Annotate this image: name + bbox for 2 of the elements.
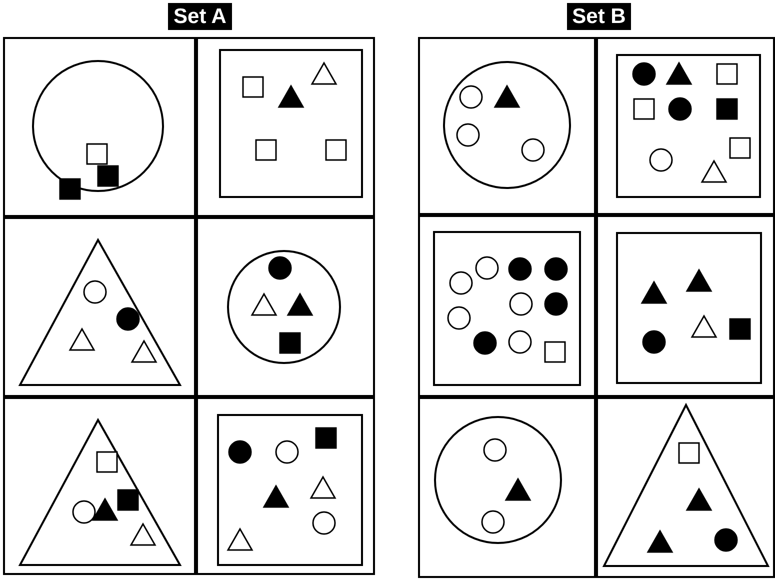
set-heading: Set B xyxy=(567,3,631,30)
set-heading: Set A xyxy=(168,3,232,30)
